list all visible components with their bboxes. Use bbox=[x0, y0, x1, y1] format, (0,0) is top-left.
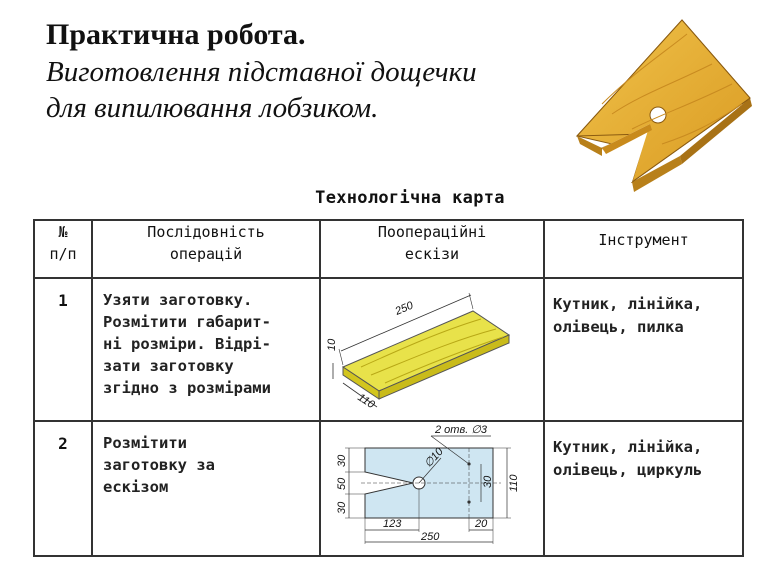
subtitle-line-1: Виготовлення підставної дощечки bbox=[46, 56, 477, 88]
dim-left-mid: 50 bbox=[336, 477, 348, 490]
row-1-tool-line: Кутник, лінійка, bbox=[553, 295, 703, 313]
header-sketch: Пooпераційні ескізи bbox=[319, 219, 545, 279]
dim-bottom-b: 20 bbox=[474, 518, 488, 530]
row-1-ops: Узяти заготовку. Розмітити габарит- ні р… bbox=[91, 277, 321, 422]
title-block: Практична робота. Виготовлення підставно… bbox=[46, 16, 586, 126]
table-row: 2 Розмітити заготовку за ескізом 2 отв. … bbox=[33, 420, 744, 557]
header-no: № п/п bbox=[33, 219, 93, 279]
row-1-tool-line: олівець, пилка bbox=[553, 318, 684, 336]
subtitle-line-2: для випилювання лобзиком. bbox=[46, 92, 379, 124]
dim-right-inner: 30 bbox=[482, 475, 494, 488]
table-row: 1 Узяти заготовку. Розмітити габарит- ні… bbox=[33, 277, 744, 422]
board-illustration bbox=[575, 19, 752, 192]
header-no-line2: п/п bbox=[49, 245, 77, 263]
row-1-no: 1 bbox=[33, 277, 93, 422]
row-2-no: 2 bbox=[33, 420, 93, 557]
row-1-op-line: ні розміри. Відрі- bbox=[103, 335, 271, 353]
board-blank-sketch: 250 10 110 bbox=[326, 292, 511, 412]
row-2-tool-line: Кутник, лінійка, bbox=[553, 438, 703, 456]
header-ops-line1: Послідовність bbox=[147, 223, 265, 241]
row-2-op-line: ескізом bbox=[103, 478, 169, 496]
header-sketch-line2: ескізи bbox=[404, 245, 460, 263]
header-no-line1: № bbox=[58, 223, 68, 241]
dim-holes: 2 отв. ∅3 bbox=[434, 424, 488, 436]
row-1-op-line: Узяти заготовку. bbox=[103, 291, 253, 309]
row-1-tools: Кутник, лінійка, олівець, пилка bbox=[543, 277, 744, 422]
row-2-ops: Розмітити заготовку за ескізом bbox=[91, 420, 321, 557]
header-ops: Послідовність операцій bbox=[91, 219, 321, 279]
row-1-op-line: Розмітити габарит- bbox=[103, 313, 271, 331]
header-sketch-line1: Пooпераційні bbox=[377, 223, 487, 241]
dim-length: 250 bbox=[393, 299, 416, 318]
tech-card-table: № п/п Послідовність операцій Пooпераційн… bbox=[33, 219, 744, 557]
header-tools: Інструмент bbox=[543, 219, 744, 279]
row-2-tool-line: олівець, циркуль bbox=[553, 461, 703, 479]
dim-bottom-total: 250 bbox=[420, 531, 440, 543]
row-1-sketch: 250 10 110 bbox=[319, 277, 545, 422]
dim-right-outer: 110 bbox=[508, 474, 520, 492]
row-2-op-line: заготовку за bbox=[103, 456, 215, 474]
tech-card-title: Технологічна карта bbox=[315, 188, 505, 208]
dim-bottom-a: 123 bbox=[383, 518, 402, 530]
dim-thickness: 10 bbox=[326, 338, 338, 351]
table-header-row: № п/п Послідовність операцій Пooпераційн… bbox=[33, 219, 744, 279]
row-1-op-line: зати заготовку bbox=[103, 357, 234, 375]
row-2-tools: Кутник, лінійка, олівець, циркуль bbox=[543, 420, 744, 557]
practical-title: Практична робота. bbox=[46, 18, 306, 51]
row-2-sketch: 2 отв. ∅3 ∅10 30 50 30 30 110 bbox=[319, 420, 545, 557]
row-2-op-line: Розмітити bbox=[103, 434, 187, 452]
row-1-op-line: згідно з розмірами bbox=[103, 379, 271, 397]
board-layout-sketch: 2 отв. ∅3 ∅10 30 50 30 30 110 bbox=[336, 424, 520, 544]
header-tools-label: Інструмент bbox=[598, 231, 689, 249]
dim-left-bot: 30 bbox=[336, 501, 348, 514]
dim-left-top: 30 bbox=[336, 454, 348, 467]
header-ops-line2: операцій bbox=[169, 245, 243, 263]
